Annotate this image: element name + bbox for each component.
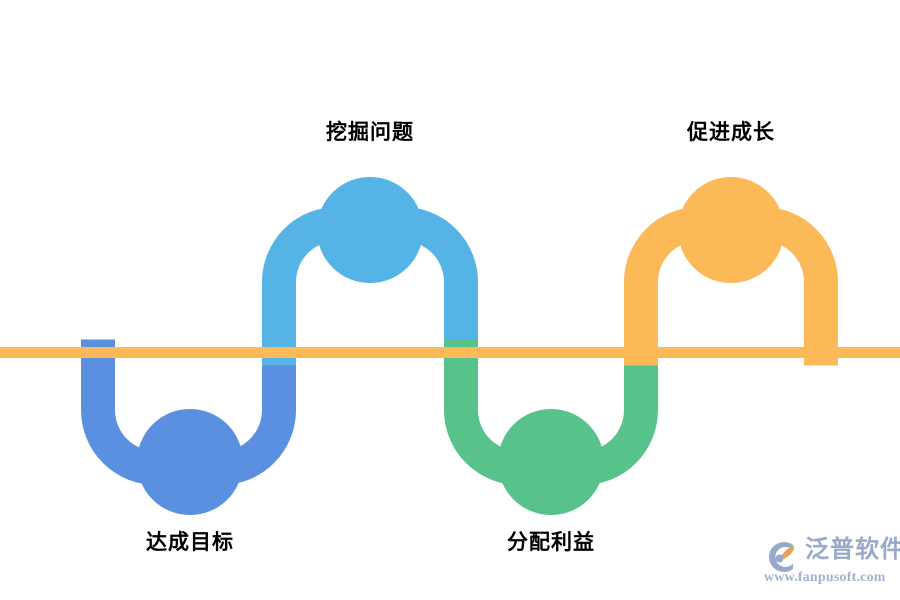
node-label-dig: 挖掘问题 — [326, 121, 414, 144]
node-label-benefit: 分配利益 — [507, 531, 595, 554]
watermark: 泛普软件 www.fanpusoft.com — [763, 536, 900, 594]
watermark-url: www.fanpusoft.com — [764, 570, 886, 585]
node-shape-goal[interactable] — [81, 339, 296, 516]
baseline-rule — [0, 347, 900, 358]
node-circle-dig — [317, 177, 423, 283]
node-shape-dig[interactable] — [262, 177, 478, 366]
watermark-title: 泛普软件 — [805, 536, 900, 563]
node-label-growth: 促进成长 — [687, 121, 775, 144]
node-shape-benefit[interactable] — [444, 339, 658, 516]
node-circle-growth — [678, 177, 784, 283]
fanpu-logo-icon — [769, 542, 794, 572]
node-label-goal: 达成目标 — [146, 531, 234, 554]
node-shape-growth[interactable] — [624, 177, 838, 366]
node-circle-benefit — [498, 409, 604, 515]
node-circle-goal — [137, 409, 243, 515]
